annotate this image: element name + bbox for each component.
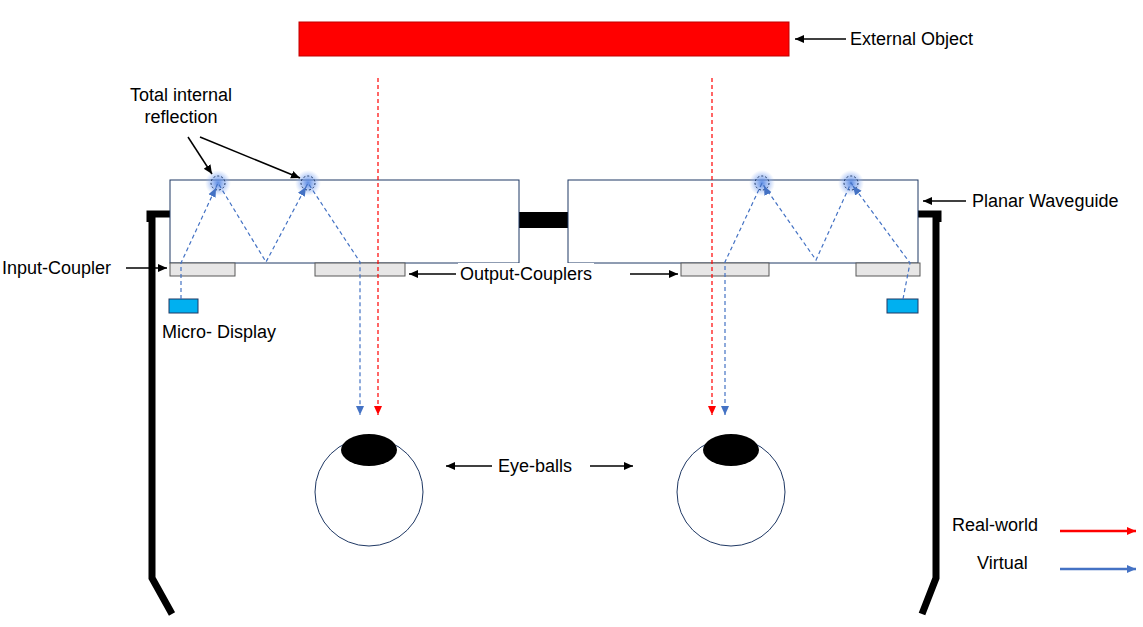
- coupler-label: Output-Couplers: [458, 263, 594, 285]
- legend-text: Real-world: [950, 514, 1040, 536]
- waveguide-label: Planar Waveguide: [970, 190, 1120, 212]
- display-label: Micro- Display: [160, 321, 278, 343]
- object-label: External Object: [848, 28, 975, 50]
- eye-label: Eye-balls: [496, 455, 574, 477]
- legend-text: Virtual: [975, 552, 1030, 574]
- tir-label: Total internal reflection: [108, 84, 254, 128]
- coupler-label: Input-Coupler: [0, 257, 113, 279]
